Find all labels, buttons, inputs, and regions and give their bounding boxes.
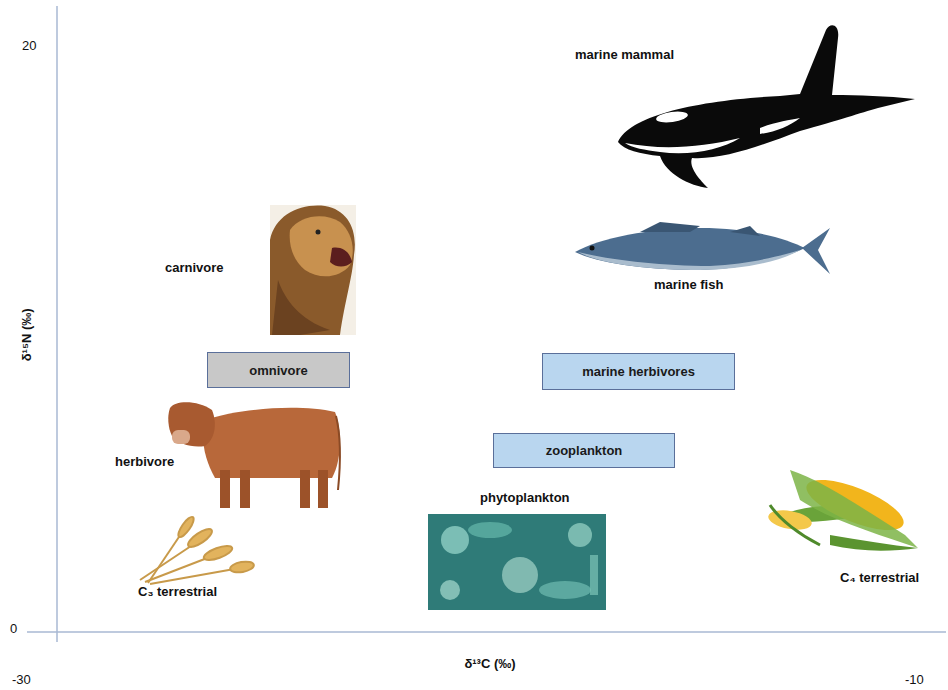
figure-label: carnivore [165, 260, 224, 276]
omnivore-box: omnivore [207, 352, 350, 388]
axis-title: δ¹⁵N (‰) [18, 309, 34, 362]
marine-herbivores-box: marine herbivores [542, 353, 735, 390]
box-label: marine herbivores [582, 364, 695, 379]
box-label: omnivore [249, 363, 308, 378]
zooplankton-box: zooplankton [493, 433, 675, 468]
figure-label: phytoplankton [480, 490, 570, 506]
lion-figure [270, 205, 356, 335]
tick-label: 20 [22, 38, 36, 54]
tick-label: -30 [12, 672, 31, 688]
figure-label: marine fish [652, 277, 725, 293]
tick-label: -10 [905, 672, 924, 688]
fish-figure [575, 222, 830, 274]
box-label: zooplankton [546, 443, 623, 458]
corn-figure [767, 470, 918, 551]
cow-figure [168, 402, 340, 508]
phytoplankton-figure [428, 514, 606, 610]
figure-label: marine mammal [575, 47, 674, 63]
y-axis [56, 6, 58, 642]
figure-label: C₃ terrestrial [138, 584, 217, 600]
figure-label: herbivore [115, 454, 174, 470]
wheat-figure [140, 515, 255, 584]
tick-label: 0 [10, 621, 17, 637]
figure-label: C₄ terrestrial [840, 570, 919, 586]
axis-title: δ¹³C (‰) [464, 656, 515, 672]
x-axis [27, 631, 946, 633]
